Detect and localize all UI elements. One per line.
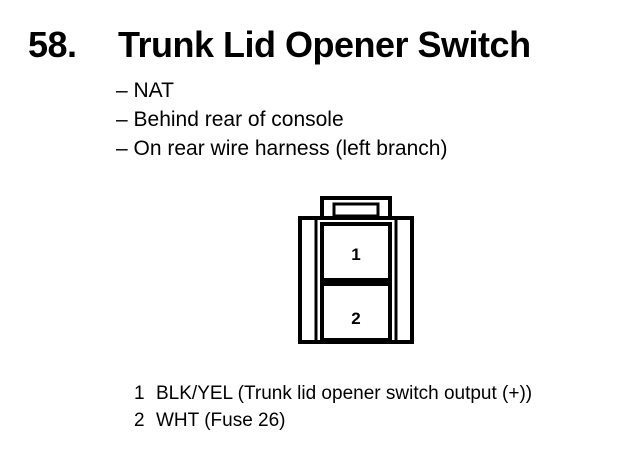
page-title: Trunk Lid Opener Switch	[118, 24, 531, 65]
connector-latch-inner	[332, 202, 380, 218]
cavity-1	[320, 222, 392, 282]
note-item: – NAT	[116, 79, 174, 102]
pin-number: 2	[134, 410, 145, 431]
cavity-label: 2	[351, 309, 360, 328]
connector-diagram: 1 2	[298, 196, 414, 344]
location-notes: – NAT – Behind rear of console – On rear…	[116, 76, 447, 163]
pin-description: BLK/YEL (Trunk lid opener switch output …	[156, 383, 533, 404]
note-item: – Behind rear of console	[116, 108, 344, 131]
cavity-2	[320, 282, 392, 342]
page-heading: 58. Trunk Lid Opener Switch	[0, 22, 640, 68]
note-item: – On rear wire harness (left branch)	[116, 137, 448, 160]
section-number: 58.	[28, 24, 77, 65]
cavity-label: 1	[351, 245, 360, 264]
pin-description: WHT (Fuse 26)	[156, 410, 286, 431]
pin-row: 1 BLK/YEL (Trunk lid opener switch output…	[134, 380, 532, 407]
pin-row: 2 WHT (Fuse 26)	[134, 407, 532, 434]
pin-number: 1	[134, 383, 145, 404]
pin-list: 1 BLK/YEL (Trunk lid opener switch output…	[134, 380, 532, 434]
